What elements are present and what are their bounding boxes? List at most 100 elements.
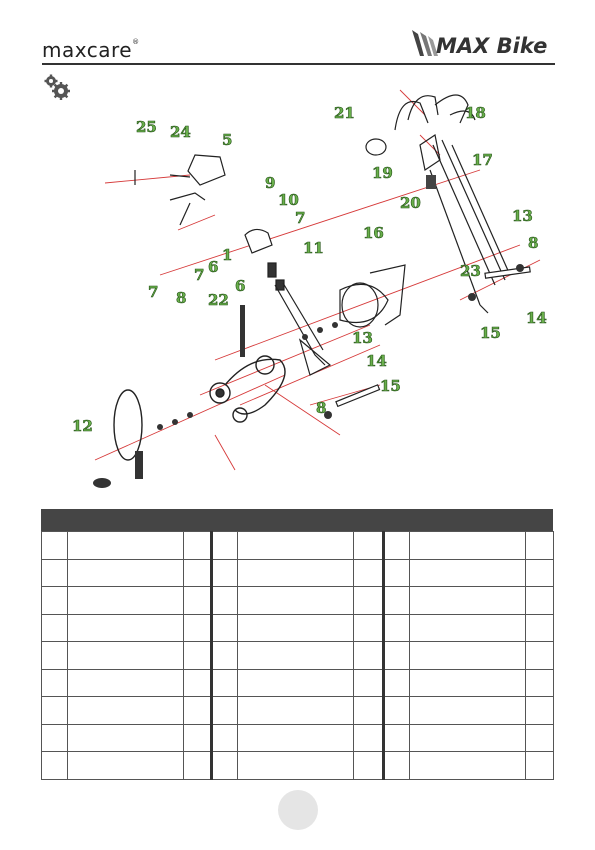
part-label: 18 (465, 104, 486, 122)
table-cell (41, 613, 68, 642)
part-label: 7 (194, 266, 204, 284)
table-cell (409, 641, 526, 670)
part-label: 6 (208, 258, 218, 276)
table-cell (183, 696, 213, 725)
part-label: 8 (316, 399, 326, 417)
table-cell (237, 668, 354, 697)
table-cell (383, 751, 410, 780)
table-cell (211, 558, 238, 587)
table-cell (353, 641, 385, 670)
part-label: 14 (526, 309, 547, 327)
table-row (41, 751, 554, 780)
exploded-parts-diagram: 25 24 5 9 10 7 11 1 6 7 8 7 6 22 21 18 1… (72, 89, 547, 488)
table-cell (211, 586, 238, 615)
part-label: 11 (303, 239, 324, 257)
part-label: 14 (366, 352, 387, 370)
table-cell (67, 613, 184, 642)
table-row (41, 586, 554, 615)
gears-icon (44, 74, 70, 100)
table-cell (67, 586, 184, 615)
table-cell (353, 613, 385, 642)
table-row (41, 558, 554, 587)
table-cell (237, 558, 354, 587)
table-cell (383, 641, 410, 670)
table-row (41, 696, 554, 725)
table-cell (409, 751, 526, 780)
part-label: 23 (460, 262, 481, 280)
table-cell (353, 531, 385, 560)
table-cell (67, 723, 184, 752)
table-cell (237, 641, 354, 670)
part-label: 15 (480, 324, 501, 342)
table-cell (183, 751, 213, 780)
table-cell (67, 751, 184, 780)
table-row (41, 668, 554, 697)
table-cell (237, 751, 354, 780)
table-cell (353, 696, 385, 725)
pedal (93, 478, 111, 488)
table-cell (525, 696, 554, 725)
table-cell (183, 531, 213, 560)
table-cell (211, 668, 238, 697)
part-label: 20 (400, 194, 421, 212)
table-cell (237, 531, 354, 560)
table-cell (41, 586, 68, 615)
table-cell (211, 641, 238, 670)
part-label: 22 (208, 291, 229, 309)
table-cell (211, 696, 238, 725)
part-label: 13 (512, 207, 533, 225)
table-cell (525, 531, 554, 560)
parts-table-header (41, 509, 553, 531)
part-label: 5 (222, 131, 232, 149)
max-bike-logo: MAX Bike (410, 26, 560, 64)
table-cell (67, 668, 184, 697)
part-label: 25 (136, 118, 157, 136)
part-label: 1 (222, 246, 232, 264)
table-cell (409, 613, 526, 642)
table-cell (353, 751, 385, 780)
table-cell (353, 586, 385, 615)
part-label: 19 (372, 164, 393, 182)
part-label: 6 (235, 277, 245, 295)
table-cell (525, 613, 554, 642)
table-cell (409, 531, 526, 560)
table-cell (41, 668, 68, 697)
table-row (41, 641, 554, 670)
table-cell (383, 558, 410, 587)
table-cell (525, 751, 554, 780)
table-cell (183, 723, 213, 752)
table-cell (353, 668, 385, 697)
table-cell (211, 751, 238, 780)
table-cell (237, 586, 354, 615)
tension-knob (426, 175, 436, 189)
part-label: 10 (278, 191, 299, 209)
table-cell (525, 586, 554, 615)
page-number-marker (278, 790, 318, 830)
table-cell (525, 641, 554, 670)
table-cell (237, 696, 354, 725)
part-label: 8 (176, 289, 186, 307)
part-label: 8 (528, 234, 538, 252)
table-cell (183, 586, 213, 615)
part-label: 7 (148, 283, 158, 301)
table-row (41, 723, 554, 752)
table-cell (409, 558, 526, 587)
table-cell (183, 641, 213, 670)
part-label: 16 (363, 224, 384, 242)
table-cell (41, 558, 68, 587)
header-divider (42, 63, 555, 65)
table-cell (67, 531, 184, 560)
table-cell (525, 723, 554, 752)
part-label: 24 (170, 123, 191, 141)
part-label: 17 (472, 151, 493, 169)
table-cell (383, 531, 410, 560)
table-cell (353, 723, 385, 752)
table-cell (525, 558, 554, 587)
part-label: 9 (265, 174, 275, 192)
table-cell (525, 668, 554, 697)
part-label: 15 (380, 377, 401, 395)
table-cell (383, 723, 410, 752)
table-cell (183, 668, 213, 697)
table-cell (211, 723, 238, 752)
maxcare-logo: maxcare® (42, 38, 140, 62)
